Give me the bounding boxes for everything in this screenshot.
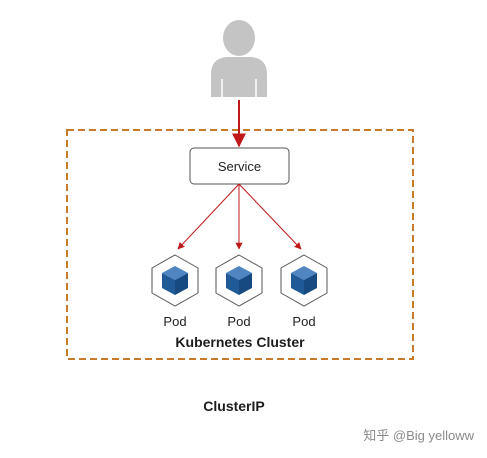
pod-cube-icon [280, 254, 328, 307]
user-icon [211, 20, 267, 97]
pod-node-1: Pod [151, 254, 199, 329]
cluster-boundary [66, 129, 414, 360]
watermark: 知乎 @Big yelloww [363, 428, 474, 443]
cluster-label: Kubernetes Cluster [175, 334, 305, 350]
pod-node-3: Pod [280, 254, 328, 329]
pod-cube-icon [151, 254, 199, 307]
service-to-pod-arrow-3 [238, 183, 302, 250]
pod-node-2: Pod [215, 254, 263, 329]
pod-cube-icon [215, 254, 263, 307]
service-to-pod-arrow-1 [177, 183, 240, 250]
diagram-caption: ClusterIP [203, 398, 264, 414]
pod-label-3: Pod [292, 314, 315, 329]
pod-label-2: Pod [227, 314, 250, 329]
pod-label-1: Pod [163, 314, 186, 329]
service-node: Service [189, 147, 290, 185]
service-label: Service [218, 159, 261, 174]
